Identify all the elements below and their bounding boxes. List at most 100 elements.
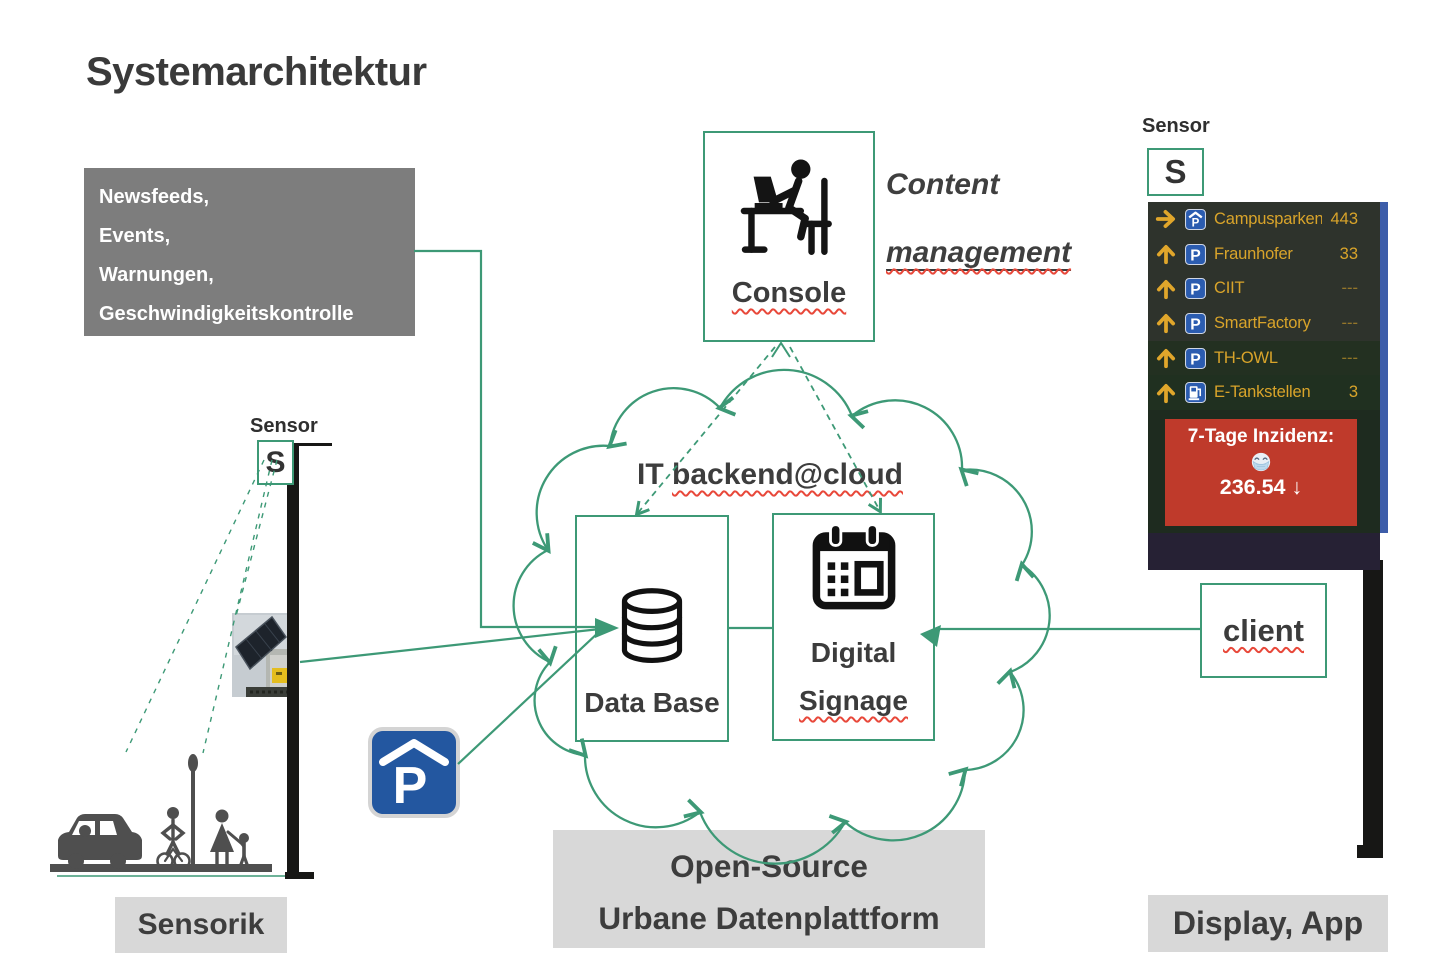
svg-text:P: P	[1190, 351, 1201, 368]
newsfeeds-box: Newsfeeds, Events, Warnungen, Geschwindi…	[84, 168, 415, 336]
facility-count: ---	[1341, 313, 1358, 332]
signage-label-line2: Signage	[799, 685, 908, 716]
cyclist-icon	[156, 807, 191, 870]
facility-count: ---	[1341, 279, 1358, 298]
facility-count: 443	[1330, 209, 1358, 228]
facility-name: Campusparken	[1214, 209, 1323, 228]
display-pole-foot	[1357, 845, 1364, 858]
mask-face-icon	[1165, 451, 1357, 474]
display-panel: P P	[1148, 202, 1388, 570]
incidence-value: 236.54 ↓	[1219, 475, 1303, 499]
newsfeeds-line: Geschwindigkeitskontrolle	[99, 303, 354, 325]
facility-name: CIIT	[1214, 279, 1245, 298]
newsfeeds-line: Events,	[99, 225, 171, 247]
incidence-title: 7-Tage Inzidenz:	[1187, 426, 1335, 447]
facility-icon: P P	[1185, 382, 1206, 404]
cloud-label-main: backend@cloud	[672, 458, 903, 491]
sensor-letter: S	[265, 445, 286, 479]
sensor-fov-ray	[202, 459, 273, 754]
charging-station-icon	[1185, 382, 1206, 404]
panel-bottom-strip	[1148, 533, 1380, 570]
cloud-label-prefix: IT	[637, 458, 673, 491]
parking-row: P P	[1148, 375, 1380, 411]
left-pole-base	[285, 872, 314, 879]
parkhaus-sign-icon: P	[368, 727, 460, 818]
direction-arrow-icon	[1155, 278, 1177, 300]
direction-arrow-icon	[1155, 208, 1177, 230]
newsfeeds-line: Warnungen,	[99, 264, 214, 286]
newsfeeds-line: Newsfeeds,	[99, 186, 210, 208]
console-box: Console	[703, 131, 875, 342]
sensor-letter: S	[1164, 153, 1187, 190]
left-sensor-s-box: S	[257, 440, 294, 485]
direction-arrow-icon	[1155, 382, 1177, 404]
parking-sign-letter: P	[393, 757, 428, 815]
person-at-desk-icon	[740, 159, 832, 255]
right-sensor-s-box: S	[1147, 148, 1204, 196]
direction-arrow-icon	[1155, 347, 1177, 369]
svg-text:P: P	[1192, 217, 1200, 229]
caption-line2: management	[886, 236, 1072, 271]
facility-count: ---	[1341, 348, 1358, 367]
facility-count: 3	[1348, 383, 1358, 402]
facility-icon: P P	[1185, 208, 1206, 230]
facility-count: 33	[1339, 244, 1358, 263]
facility-icon: P P	[1185, 278, 1206, 300]
content-management-caption: Content management	[886, 168, 1072, 271]
parking-row: P P	[1148, 340, 1380, 376]
platform-line2: Urbane Datenplattform	[598, 900, 940, 936]
right-sensor-label: Sensor	[1142, 115, 1210, 137]
digital-signage-box: Digital Signage	[772, 513, 935, 741]
svg-text:P: P	[1190, 281, 1201, 298]
facility-icon: P P	[1185, 312, 1206, 334]
parking-icon: P	[1185, 278, 1206, 300]
database-label: Data Base	[584, 687, 720, 718]
parking-icon: P	[1185, 347, 1206, 369]
left-pole	[287, 443, 299, 879]
panel-edge-strip	[1380, 202, 1388, 533]
sensor-to-db-line	[299, 627, 601, 664]
cloud-label: IT backend@cloud	[560, 458, 980, 492]
facility-icon: P P	[1185, 243, 1206, 265]
facility-icon: P P	[1185, 347, 1206, 369]
platform-line1: Open-Source	[670, 848, 868, 884]
parking-row: P P	[1148, 306, 1380, 341]
signage-label-line1: Digital	[810, 637, 897, 668]
parking-icon: P	[1185, 243, 1206, 265]
parkhaus-icon: P	[1185, 208, 1206, 230]
lamp-post-icon	[191, 768, 195, 866]
display-pole	[1363, 560, 1383, 858]
street-scene	[50, 754, 300, 877]
parking-icon: P	[1185, 312, 1206, 334]
client-box: client	[1200, 583, 1327, 678]
caption-line1: Content	[886, 168, 1000, 201]
parking-row: P P	[1148, 271, 1380, 307]
left-sensor-label: Sensor	[250, 415, 318, 437]
pedestrians-icon	[210, 809, 250, 869]
incidence-box: 7-Tage Inzidenz: 236.54 ↓	[1165, 419, 1357, 526]
newsfeeds-to-db-line	[414, 249, 600, 629]
console-up-arrowhead	[771, 341, 791, 358]
platform-label-box: Open-Source Urbane Datenplattform	[553, 830, 985, 948]
client-label: client	[1223, 612, 1304, 648]
display-app-label-box: Display, App	[1148, 895, 1388, 952]
sensor-fov-ray	[125, 459, 265, 753]
facility-name: Fraunhofer	[1214, 244, 1293, 263]
svg-text:P: P	[1190, 316, 1201, 333]
car-icon	[58, 814, 142, 860]
left-pole-top-bracket	[287, 443, 332, 446]
facility-name: TH-OWL	[1214, 348, 1278, 367]
facility-name: E-Tankstellen	[1214, 383, 1311, 402]
trend-down-arrow: ↓	[1291, 475, 1303, 499]
sensorik-label-box: Sensorik	[115, 897, 287, 953]
console-label: Console	[731, 277, 847, 309]
database-icon	[621, 588, 683, 663]
parking-row: P P	[1148, 236, 1380, 272]
direction-arrow-icon	[1155, 312, 1177, 334]
direction-arrow-icon	[1155, 243, 1177, 265]
page-title: Systemarchitektur	[86, 50, 427, 94]
facility-name: SmartFactory	[1214, 313, 1311, 332]
svg-text:P: P	[1190, 247, 1201, 264]
calendar-icon	[812, 523, 895, 610]
